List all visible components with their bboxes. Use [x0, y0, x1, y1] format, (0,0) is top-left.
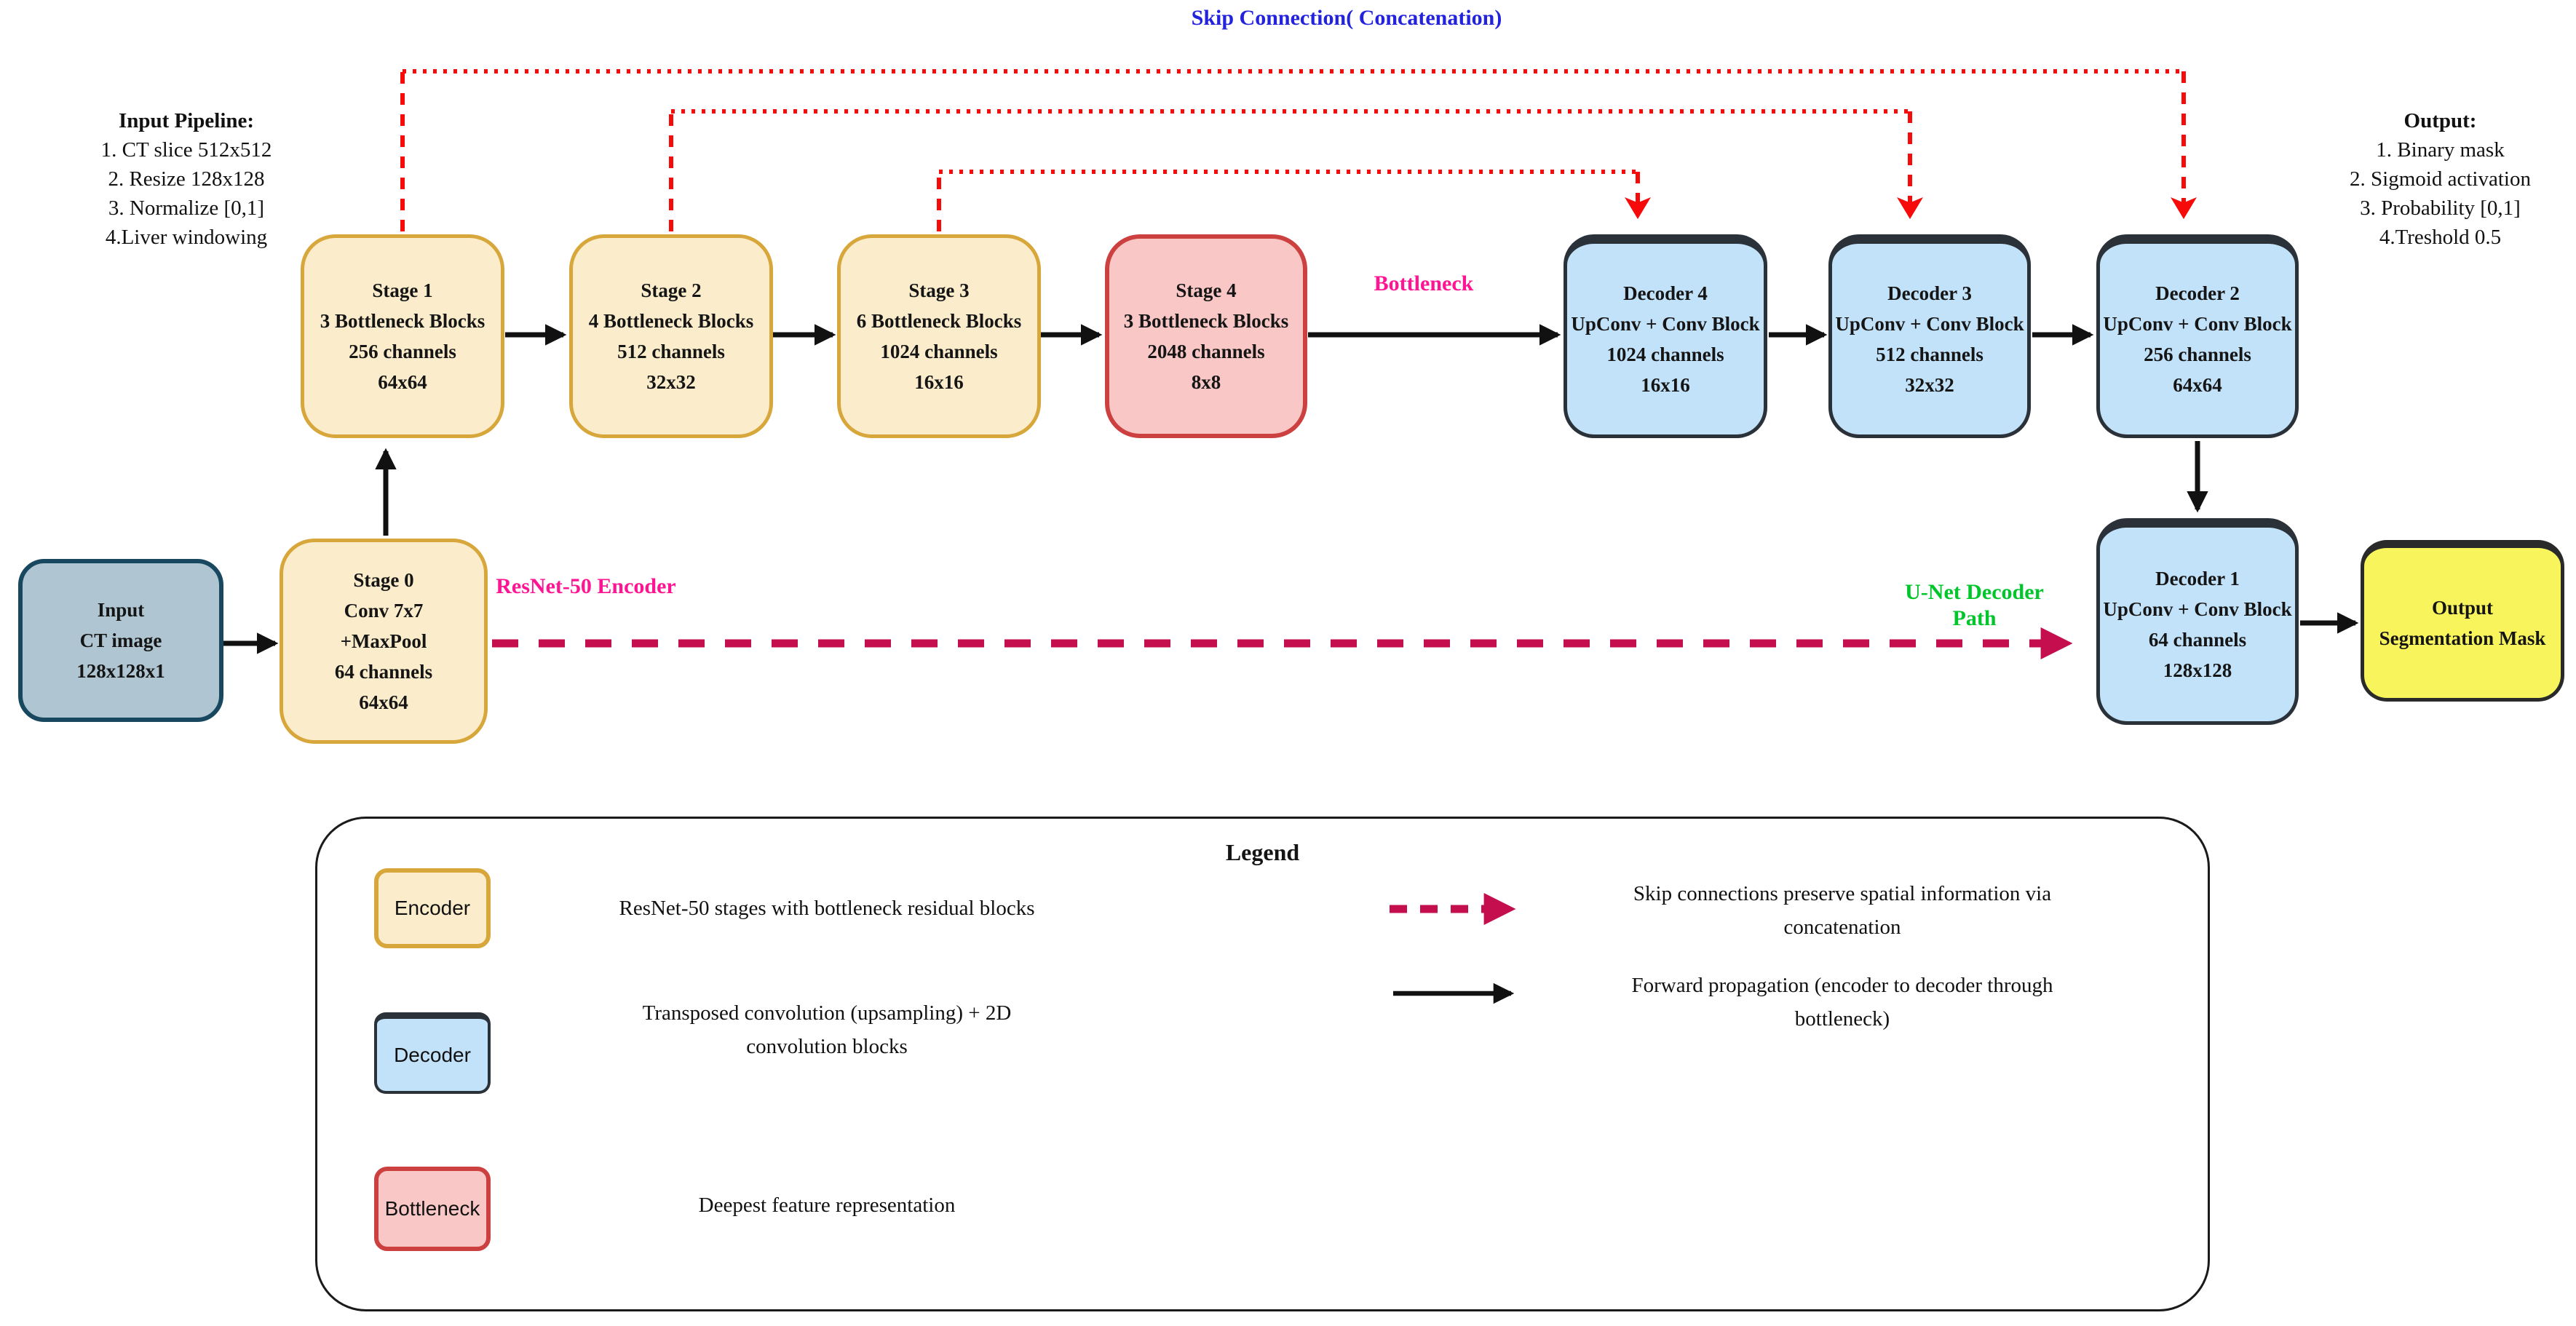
input-pipeline-item: 3. Normalize [0,1]: [108, 196, 265, 220]
node-decoder2: Decoder 2 UpConv + Conv Block 256 channe…: [2096, 234, 2299, 438]
legend-skip-arrow-icon: [1384, 889, 1544, 933]
legend-forward-desc-line: Forward propagation (encoder to decoder …: [1631, 974, 2053, 997]
node-line: Stage 3: [908, 279, 970, 301]
legend-encoder-swatch-label: Encoder: [394, 897, 471, 919]
node-line: 256 channels: [349, 341, 456, 362]
node-line: 6 Bottleneck Blocks: [856, 310, 1022, 332]
node-line: 64 channels: [334, 661, 433, 683]
node-line: 8x8: [1191, 371, 1221, 393]
node-line: 1024 channels: [1606, 344, 1724, 365]
node-line: 64x64: [2173, 374, 2222, 396]
node-line: 32x32: [646, 371, 696, 393]
node-line: 1024 channels: [880, 341, 998, 362]
legend-bottleneck-swatch-label: Bottleneck: [384, 1197, 480, 1220]
node-line: UpConv + Conv Block: [1835, 313, 2024, 335]
node-line: 64x64: [378, 371, 427, 393]
node-line: Output: [2431, 597, 2494, 619]
node-line: 128x128: [2163, 659, 2232, 681]
input-pipeline-item: 4.Liver windowing: [105, 226, 268, 249]
legend-decoder-swatch: Decoder: [374, 1012, 491, 1094]
diagram-title: Skip Connection( Concatenation): [1191, 6, 1502, 30]
legend-decoder-desc: Transposed convolution (upsampling) + 2D…: [536, 996, 1118, 1063]
node-line: UpConv + Conv Block: [1571, 313, 1760, 335]
node-decoder4: Decoder 4 UpConv + Conv Block 1024 chann…: [1564, 234, 1767, 438]
node-stage4-bottleneck: Stage 4 3 Bottleneck Blocks 2048 channel…: [1105, 234, 1307, 438]
input-pipeline-heading: Input Pipeline:: [118, 109, 255, 132]
legend-encoder-desc: ResNet-50 stages with bottleneck residua…: [619, 897, 1035, 920]
legend-forward-desc: Forward propagation (encoder to decoder …: [1547, 969, 2137, 1036]
node-line: Decoder 2: [2155, 282, 2240, 304]
bottleneck-label: Bottleneck: [1374, 271, 1474, 295]
node-decoder1: Decoder 1 UpConv + Conv Block 64 channel…: [2096, 518, 2299, 725]
node-line: Stage 2: [641, 279, 702, 301]
node-line: UpConv + Conv Block: [2103, 313, 2292, 335]
node-line: Input: [97, 599, 145, 621]
node-stage1: Stage 1 3 Bottleneck Blocks 256 channels…: [301, 234, 504, 438]
node-line: CT image: [79, 630, 162, 651]
output-heading: Output:: [2403, 109, 2477, 132]
legend-decoder-swatch-label: Decoder: [394, 1043, 471, 1066]
node-input: Input CT image 128x128x1: [18, 559, 223, 722]
node-line: 256 channels: [2144, 344, 2251, 365]
node-line: Segmentation Mask: [2379, 627, 2546, 649]
node-line: UpConv + Conv Block: [2103, 598, 2292, 620]
node-line: 64x64: [359, 691, 408, 713]
node-stage3: Stage 3 6 Bottleneck Blocks 1024 channel…: [837, 234, 1041, 438]
unet-decoder-path-label: U-Net Decoder Path: [1905, 580, 2044, 630]
node-line: Decoder 4: [1623, 282, 1708, 304]
input-pipeline-item: 2. Resize 128x128: [108, 167, 265, 191]
output-item: 2. Sigmoid activation: [2350, 167, 2531, 191]
legend-forward-arrow-icon: [1389, 979, 1542, 1012]
node-line: 16x16: [1641, 374, 1690, 396]
legend-title: Legend: [1225, 839, 1300, 865]
output-item: 4.Treshold 0.5: [2379, 226, 2502, 249]
node-line: 512 channels: [1876, 344, 1983, 365]
node-output-mask: Output Segmentation Mask: [2361, 540, 2564, 702]
node-stage2: Stage 2 4 Bottleneck Blocks 512 channels…: [569, 234, 773, 438]
legend-bottleneck-swatch: Bottleneck: [374, 1167, 491, 1251]
legend-skip-desc-line: concatenation: [1783, 916, 1901, 939]
node-line: Decoder 1: [2155, 568, 2240, 589]
node-stage0: Stage 0 Conv 7x7 +MaxPool 64 channels 64…: [280, 539, 488, 744]
node-line: 3 Bottleneck Blocks: [320, 310, 486, 332]
node-line: Stage 0: [353, 569, 414, 591]
node-line: Stage 4: [1176, 279, 1237, 301]
legend-skip-desc-line: Skip connections preserve spatial inform…: [1633, 882, 2052, 905]
legend-decoder-desc-line: Transposed convolution (upsampling) + 2D: [642, 1001, 1012, 1025]
output-note: Output: 1. Binary mask 2. Sigmoid activa…: [2315, 106, 2566, 252]
node-line: Conv 7x7: [344, 600, 424, 622]
legend-decoder-desc-line: convolution blocks: [746, 1035, 908, 1058]
legend-forward-desc-line: bottleneck): [1794, 1007, 1890, 1031]
output-item: 1. Binary mask: [2376, 138, 2505, 162]
output-item: 3. Probability [0,1]: [2360, 196, 2521, 220]
node-line: 32x32: [1905, 374, 1954, 396]
node-line: 4 Bottleneck Blocks: [588, 310, 754, 332]
input-pipeline-item: 1. CT slice 512x512: [100, 138, 272, 162]
node-line: Decoder 3: [1887, 282, 1972, 304]
legend-bottleneck-desc: Deepest feature representation: [698, 1194, 956, 1217]
node-line: 128x128x1: [76, 660, 165, 682]
input-pipeline-note: Input Pipeline: 1. CT slice 512x512 2. R…: [26, 106, 346, 252]
legend: Legend Encoder ResNet-50 stages with bot…: [315, 817, 2210, 1311]
legend-skip-desc: Skip connections preserve spatial inform…: [1547, 877, 2137, 944]
node-line: Stage 1: [372, 279, 433, 301]
node-line: 512 channels: [617, 341, 725, 362]
resnet-encoder-label: ResNet-50 Encoder: [496, 574, 676, 598]
node-decoder3: Decoder 3 UpConv + Conv Block 512 channe…: [1828, 234, 2031, 438]
legend-encoder-swatch: Encoder: [374, 868, 491, 948]
node-line: 3 Bottleneck Blocks: [1123, 310, 1289, 332]
node-line: 2048 channels: [1147, 341, 1265, 362]
node-line: 64 channels: [2148, 629, 2247, 651]
skip-connections: [400, 69, 2197, 231]
node-line: 16x16: [914, 371, 964, 393]
node-line: +MaxPool: [340, 630, 427, 652]
